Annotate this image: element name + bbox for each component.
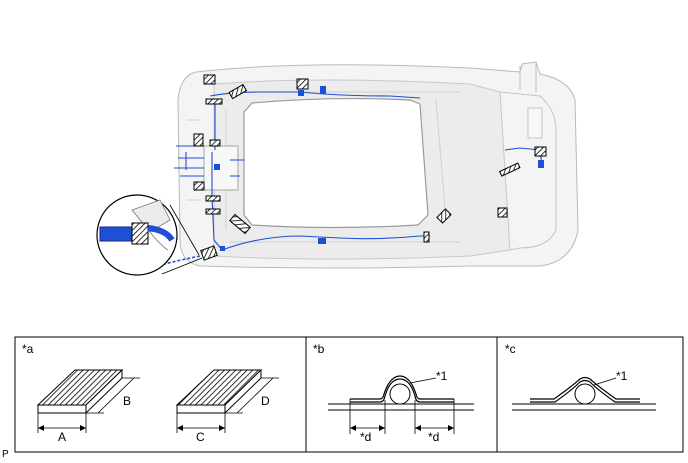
dim-label-b: B [123, 394, 131, 408]
dim-label-a: A [58, 430, 66, 444]
dim-label-d: D [261, 394, 270, 408]
connector-blocks [214, 86, 544, 251]
dim-label-d-left: *d [360, 430, 371, 444]
callout-1-b: *1 [436, 369, 448, 383]
legend-tag-a: *a [22, 342, 34, 356]
tape-over-harness-b [328, 375, 474, 434]
wire-harness-icon [133, 91, 543, 277]
pad-cd-drawing [175, 368, 279, 433]
magnifier-detail-icon [96, 194, 203, 276]
dim-label-c: C [196, 430, 205, 444]
pad-ab-drawing [36, 368, 140, 433]
callout-1-c: *1 [616, 369, 628, 383]
tape-over-harness-c [512, 376, 656, 411]
legend-tag-c: *c [505, 342, 516, 356]
figure-code: P [2, 449, 9, 460]
dim-label-d-right: *d [428, 430, 439, 444]
vehicle-roof-outline-icon [177, 61, 579, 269]
legend-tag-b: *b [313, 342, 325, 356]
legend-table [14, 336, 684, 453]
tape-pad-icon [193, 74, 547, 261]
